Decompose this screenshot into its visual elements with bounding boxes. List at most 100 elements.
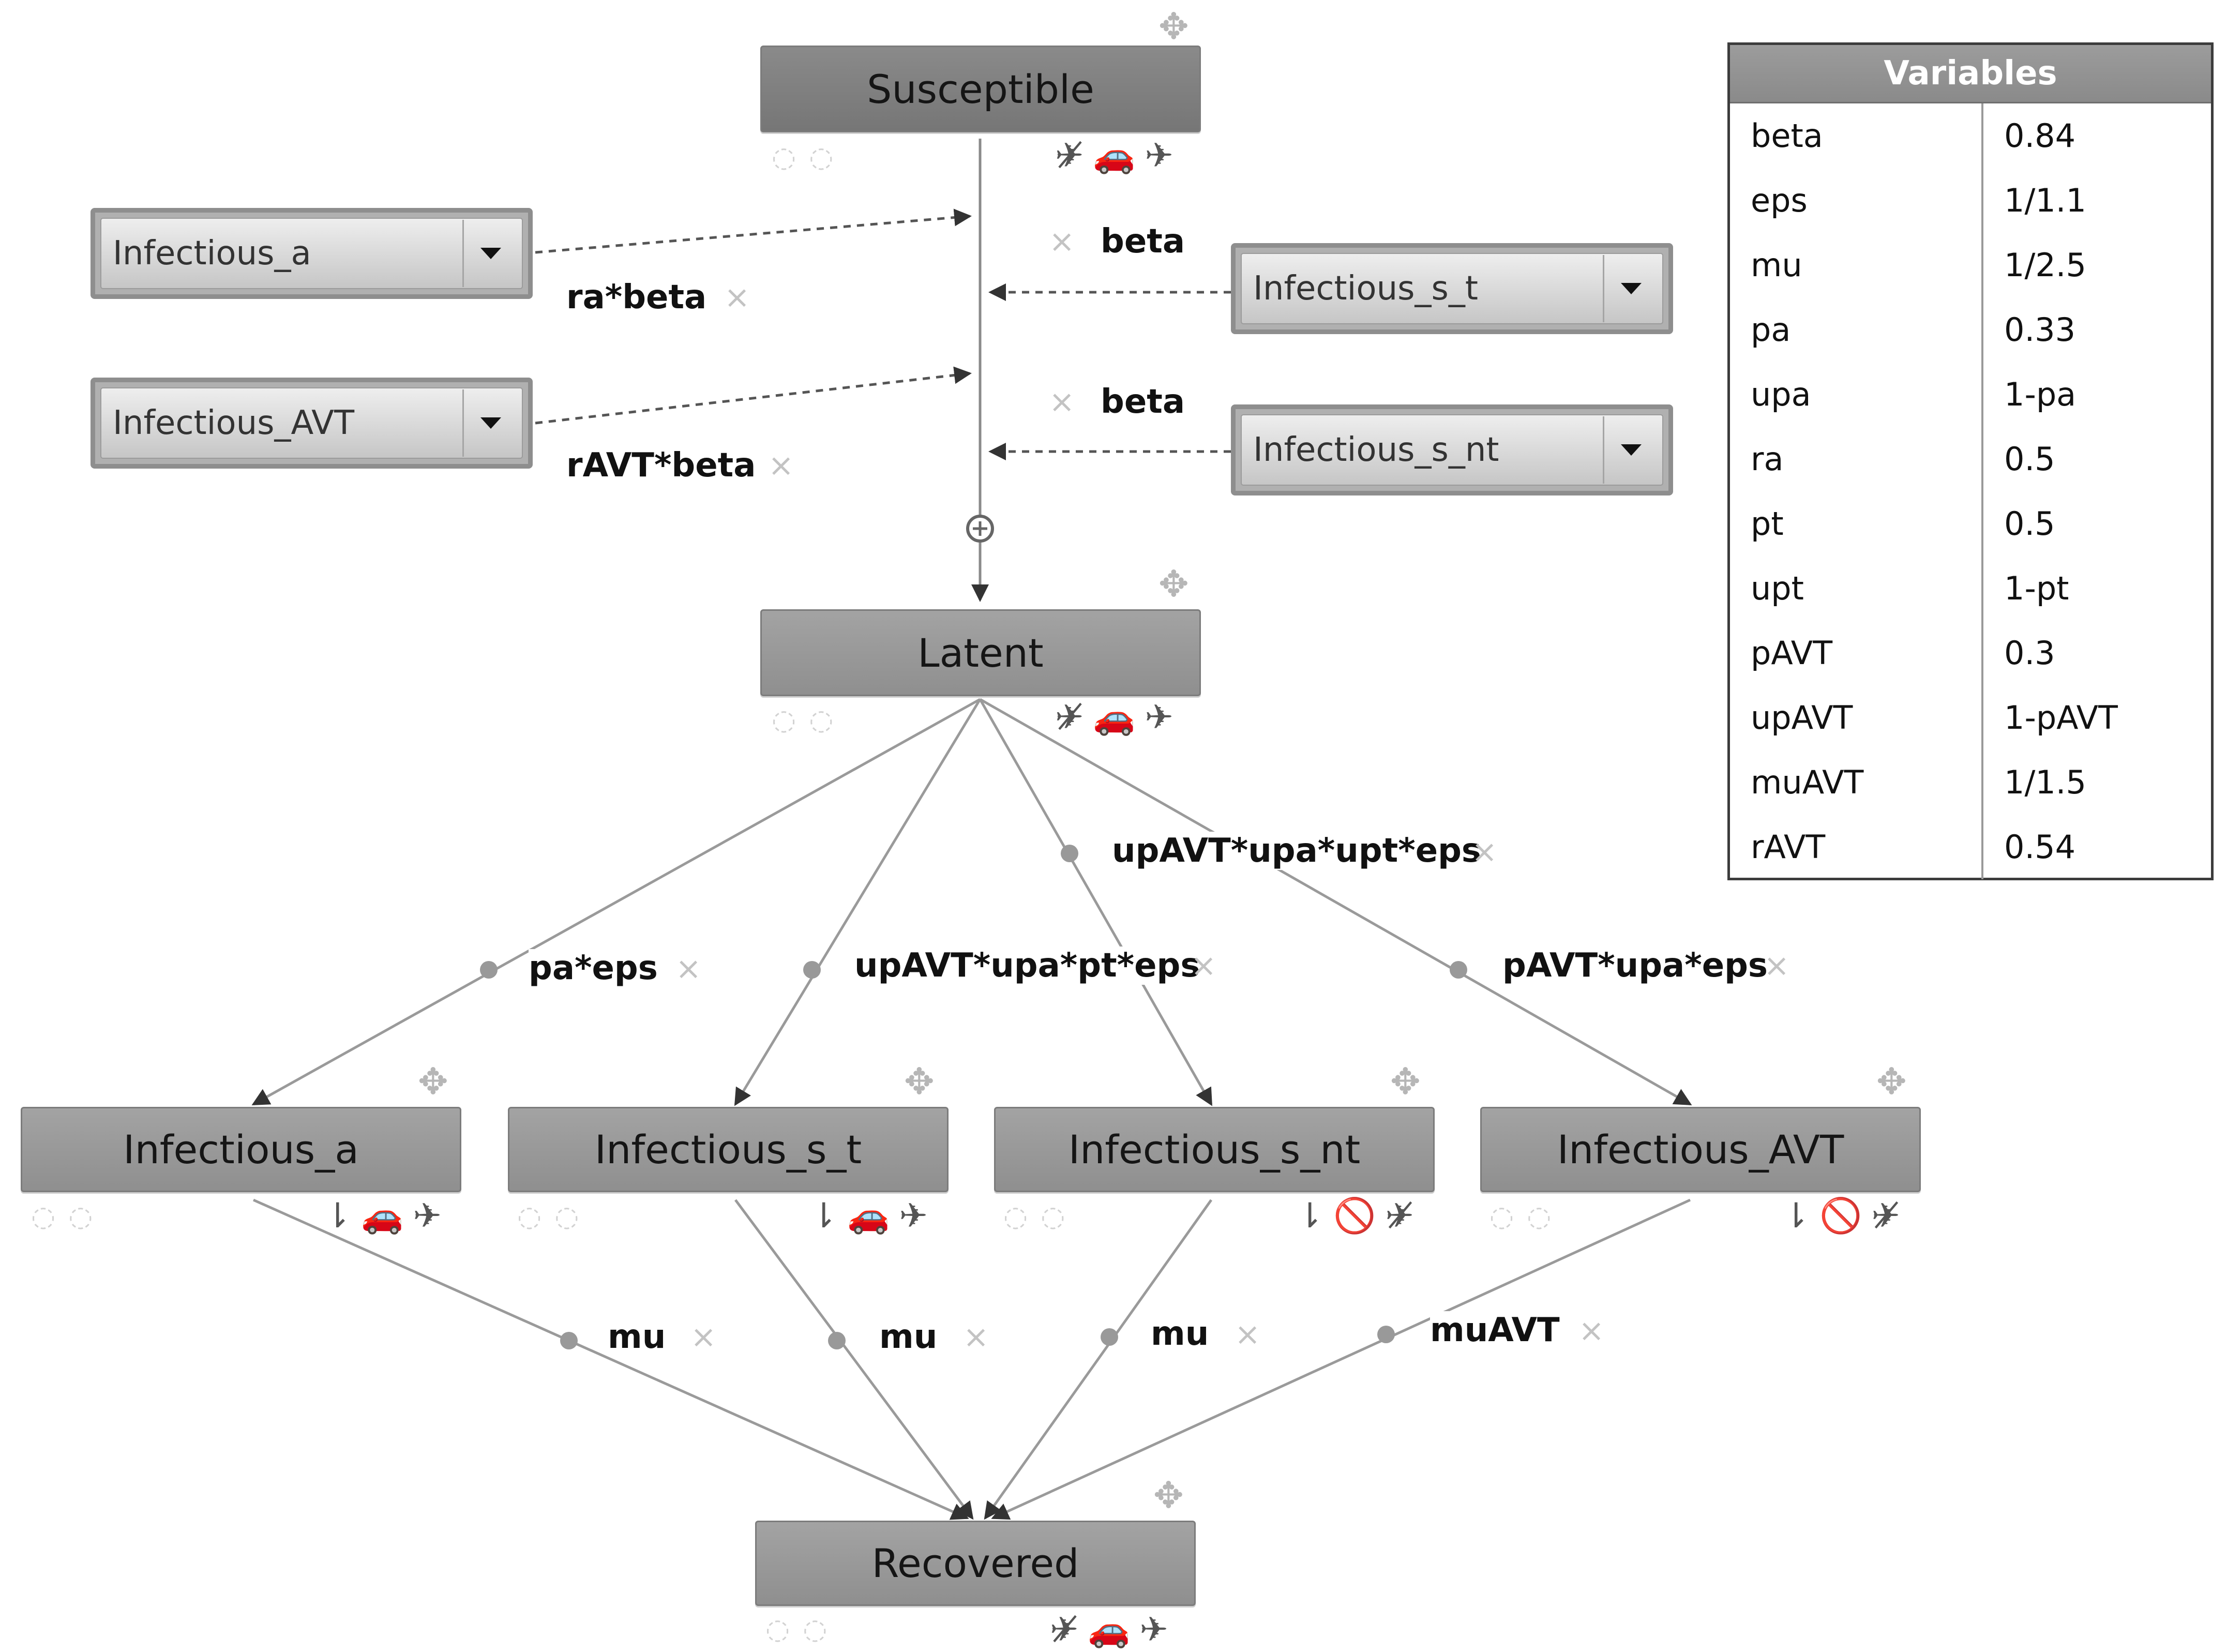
close-icon[interactable]: × <box>690 1319 717 1355</box>
close-icon[interactable]: × <box>1049 223 1075 260</box>
variable-row[interactable]: muAVT 1/1.5 <box>1730 750 2211 815</box>
edge-label-beta-s-t[interactable]: beta <box>1101 222 1185 261</box>
variable-name: upt <box>1730 556 1983 621</box>
close-icon[interactable]: × <box>1578 1313 1605 1349</box>
edge-label-mu-s-t[interactable]: mu <box>879 1318 938 1356</box>
down-arrow-icon: ⇂ <box>809 1196 838 1236</box>
edge-label-upavt-upa-pt-eps[interactable]: upAVT*upa*pt*eps <box>854 947 1200 985</box>
edge-label-pavt-upa-eps[interactable]: pAVT*upa*eps <box>1502 947 1768 985</box>
edge-label-ravt-beta[interactable]: rAVT*beta <box>566 446 756 485</box>
variable-value[interactable]: 0.33 <box>2004 311 2076 349</box>
edge-label-mu-a[interactable]: mu <box>608 1318 666 1356</box>
plane-icon: ✈ <box>899 1196 928 1236</box>
edge-latent-infectious-avt <box>979 698 1692 1106</box>
variable-row[interactable]: pa 0.33 <box>1730 297 2211 362</box>
close-icon[interactable]: × <box>1471 834 1498 870</box>
node-infectious-a[interactable]: Infectious_a <box>21 1107 461 1192</box>
edge-label-muavt[interactable]: muAVT <box>1430 1311 1560 1349</box>
node-infectious-avt[interactable]: Infectious_AVT <box>1480 1107 1921 1192</box>
close-icon[interactable]: × <box>1191 948 1217 984</box>
transport-icons-infectious-s-nt: ⇂🚫✈̸ <box>1296 1196 1423 1236</box>
variable-name: rAVT <box>1730 815 1983 879</box>
move-icon[interactable]: ✥ <box>904 1060 935 1103</box>
move-icon[interactable]: ✥ <box>1158 5 1189 48</box>
variable-name: muAVT <box>1730 750 1983 815</box>
node-controls-icon[interactable]: ◌ ◌ <box>1489 1200 1554 1233</box>
variable-value[interactable]: 1-pt <box>2004 569 2069 607</box>
edge-infectious-avt-recovered <box>991 1198 1691 1520</box>
variable-value[interactable]: 0.84 <box>2004 117 2076 155</box>
move-icon[interactable]: ✥ <box>1158 563 1189 605</box>
node-controls-icon[interactable]: ◌ ◌ <box>1003 1200 1067 1233</box>
dropdown-infectious-avt[interactable]: Infectious_AVT <box>91 378 533 469</box>
variable-name: pa <box>1730 297 1983 362</box>
variable-row[interactable]: eps 1/1.1 <box>1730 168 2211 233</box>
variable-value[interactable]: 1/1.1 <box>2004 182 2086 219</box>
plane-off-icon: ✈̸ <box>1871 1196 1900 1236</box>
close-icon[interactable]: × <box>675 951 702 987</box>
variable-name: eps <box>1730 168 1983 233</box>
move-icon[interactable]: ✥ <box>418 1060 448 1103</box>
close-icon[interactable]: × <box>1764 948 1790 984</box>
chevron-down-icon[interactable] <box>1621 283 1642 294</box>
transport-icons-susceptible: ✈̸🚗✈ <box>1055 136 1183 176</box>
close-icon[interactable]: × <box>1049 384 1075 420</box>
edge-infectious-s-t-recovered <box>734 1199 974 1520</box>
close-icon[interactable]: × <box>963 1319 989 1355</box>
variable-value[interactable]: 1/2.5 <box>2004 246 2086 284</box>
transport-icons-latent: ✈̸🚗✈ <box>1055 697 1183 738</box>
edge-label-beta-s-nt[interactable]: beta <box>1101 383 1185 421</box>
node-controls-icon[interactable]: ◌ ◌ <box>772 141 836 173</box>
chevron-down-icon[interactable] <box>480 417 501 429</box>
variable-row[interactable]: rAVT 0.54 <box>1730 815 2211 879</box>
edge-label-pa-eps[interactable]: pa*eps <box>529 949 658 987</box>
variable-value[interactable]: 1/1.5 <box>2004 763 2086 801</box>
edge-label-ra-beta[interactable]: ra*beta <box>566 278 707 317</box>
node-controls-icon[interactable]: ◌ ◌ <box>765 1613 830 1645</box>
node-controls-icon[interactable]: ◌ ◌ <box>31 1200 95 1233</box>
plane-icon: ✈ <box>1145 136 1173 175</box>
variable-value[interactable]: 0.54 <box>2004 828 2076 866</box>
dropdown-infectious-s-nt[interactable]: Infectious_s_nt <box>1231 404 1673 495</box>
dropdown-infectious-a-value: Infectious_a <box>113 234 311 273</box>
variable-row[interactable]: upt 1-pt <box>1730 556 2211 621</box>
node-controls-icon[interactable]: ◌ ◌ <box>517 1200 581 1233</box>
node-infectious-s-t-label: Infectious_s_t <box>594 1127 862 1173</box>
edge-label-mu-s-nt[interactable]: mu <box>1151 1315 1209 1353</box>
dropdown-infectious-a[interactable]: Infectious_a <box>91 208 533 299</box>
close-icon[interactable]: × <box>768 447 794 484</box>
node-infectious-s-nt[interactable]: Infectious_s_nt <box>994 1107 1435 1192</box>
variable-value[interactable]: 0.5 <box>2004 440 2055 478</box>
node-infectious-s-t[interactable]: Infectious_s_t <box>508 1107 949 1192</box>
variable-value[interactable]: 0.3 <box>2004 634 2055 672</box>
variable-name: beta <box>1730 103 1983 168</box>
variable-value[interactable]: 1-pa <box>2004 376 2076 413</box>
variable-value[interactable]: 1-pAVT <box>2004 699 2118 737</box>
move-icon[interactable]: ✥ <box>1390 1060 1421 1103</box>
plane-icon: ✈ <box>1145 697 1173 737</box>
node-latent[interactable]: Latent <box>760 609 1201 696</box>
plane-off-icon: ✈̸ <box>1385 1196 1414 1236</box>
move-icon[interactable]: ✥ <box>1876 1060 1907 1103</box>
dropdown-infectious-avt-value: Infectious_AVT <box>113 404 355 442</box>
close-icon[interactable]: × <box>1235 1316 1261 1353</box>
node-controls-icon[interactable]: ◌ ◌ <box>772 703 836 736</box>
variable-value[interactable]: 0.5 <box>2004 505 2055 543</box>
node-recovered[interactable]: Recovered <box>755 1521 1196 1606</box>
move-icon[interactable]: ✥ <box>1153 1474 1184 1516</box>
chevron-down-icon[interactable] <box>1621 444 1642 456</box>
chevron-down-icon[interactable] <box>480 248 501 259</box>
node-susceptible[interactable]: Susceptible <box>760 46 1201 132</box>
edge-label-upavt-upa-upt-eps[interactable]: upAVT*upa*upt*eps <box>1112 832 1481 870</box>
variables-panel-title: Variables <box>1730 45 2211 103</box>
close-icon[interactable]: × <box>724 279 750 316</box>
variable-row[interactable]: beta 0.84 <box>1730 103 2211 168</box>
dropdown-infectious-s-t[interactable]: Infectious_s_t <box>1231 243 1673 334</box>
